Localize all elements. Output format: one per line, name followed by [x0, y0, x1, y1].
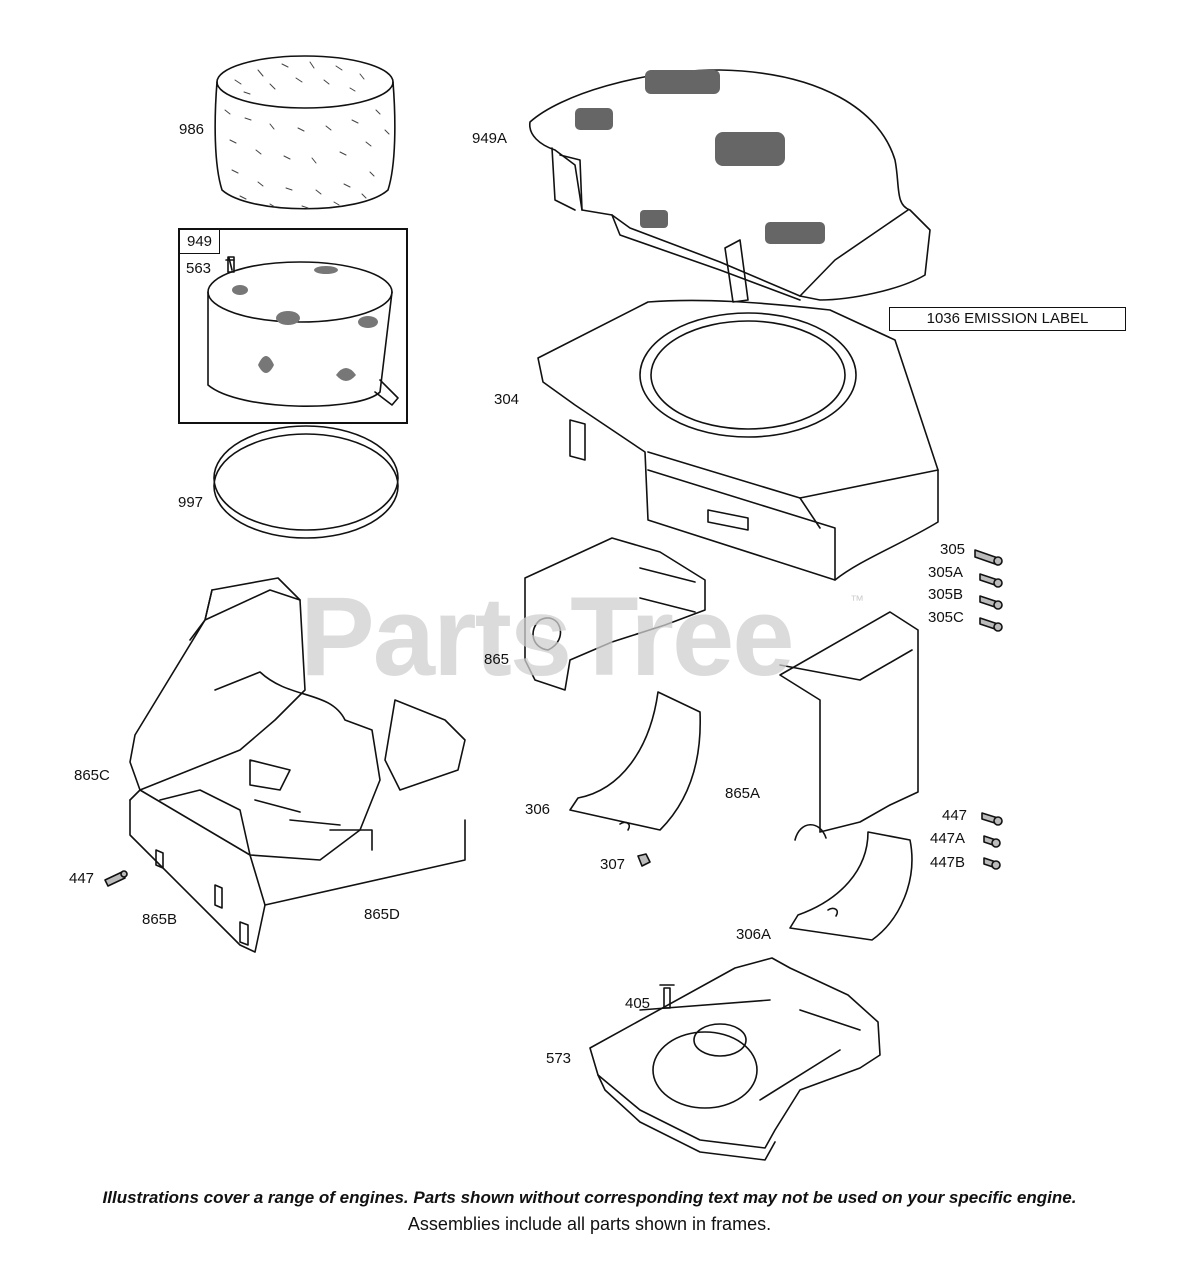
part-label-573: 573 [546, 1050, 572, 1067]
bolts-305-group [974, 549, 1003, 632]
cylinder-shroud-304 [537, 299, 939, 581]
part-label-305C: 305C [928, 609, 964, 626]
part-label-447-left: 447 [69, 870, 95, 887]
blower-housing-949A [529, 69, 931, 303]
part-label-306: 306 [525, 801, 551, 818]
part-label-986: 986 [179, 121, 205, 138]
part-label-305A: 305A [928, 564, 964, 581]
footer-disclaimer: Illustrations cover a range of engines. … [102, 1188, 1077, 1207]
frame-label: 949 [180, 230, 220, 254]
base-plate-573 [589, 957, 881, 1161]
foam-precleaner-986 [214, 55, 396, 210]
watermark: PartsTree [300, 574, 795, 699]
part-label-865D: 865D [364, 906, 400, 923]
part-label-447B: 447B [930, 854, 966, 871]
baffle-865A [779, 611, 919, 841]
part-label-865B: 865B [142, 911, 178, 928]
part-label-405: 405 [625, 995, 651, 1012]
bolt-563 [227, 256, 235, 273]
nut-307 [637, 853, 651, 867]
emission-label-box: 1036 EMISSION LABEL [889, 307, 1126, 331]
part-label-865: 865 [484, 651, 510, 668]
footer-assemblies-note: Assemblies include all parts shown in fr… [407, 1214, 772, 1234]
assembly-frame-949: 949 [178, 228, 408, 424]
bolts-447-group [104, 812, 1003, 887]
part-label-997: 997 [178, 494, 204, 511]
part-label-865A: 865A [725, 785, 761, 802]
part-label-865C: 865C [74, 767, 110, 784]
part-label-447A: 447A [930, 830, 966, 847]
bolt-405 [659, 984, 675, 1009]
baffle-assembly-865 [129, 577, 466, 953]
trademark-symbol: ™ [850, 592, 864, 608]
baffle-306 [569, 691, 702, 831]
air-cleaner-cartridge [207, 257, 399, 407]
gasket-ring-997 [213, 425, 399, 539]
part-label-447-right: 447 [942, 807, 968, 824]
part-label-305: 305 [940, 541, 966, 558]
part-label-307: 307 [600, 856, 626, 873]
part-label-304: 304 [494, 391, 520, 408]
baffle-865 [524, 537, 706, 691]
baffle-306A [789, 831, 913, 941]
part-label-949A: 949A [472, 130, 508, 147]
part-label-563: 563 [186, 260, 212, 277]
part-label-305B: 305B [928, 586, 964, 603]
part-label-306A: 306A [736, 926, 772, 943]
